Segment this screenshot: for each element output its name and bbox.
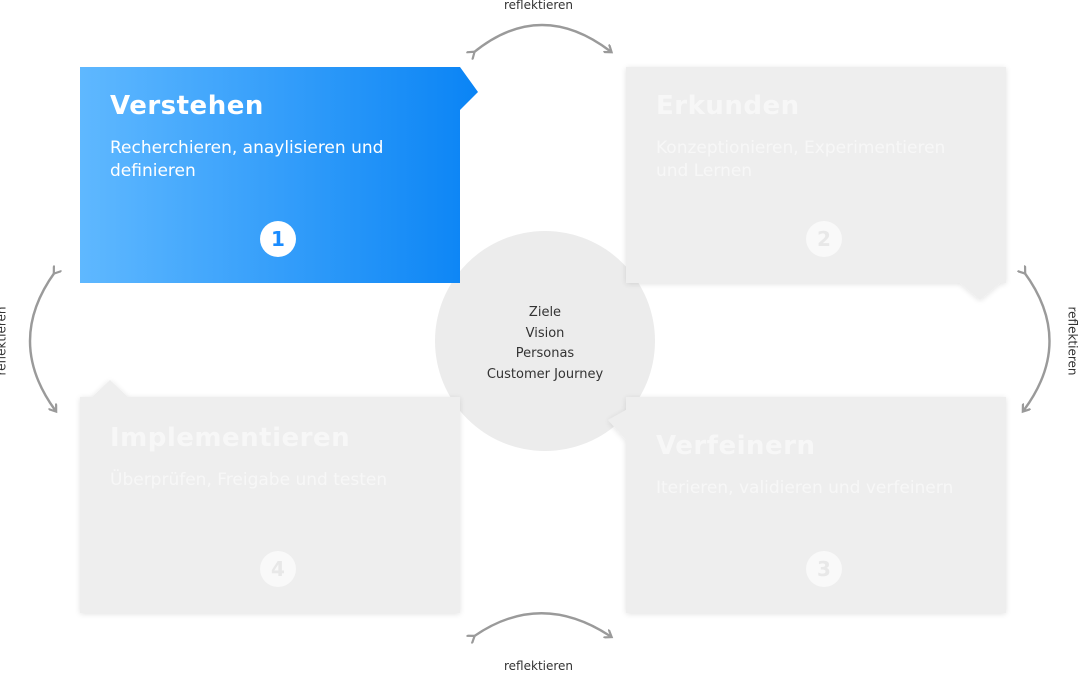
phase-title: Verfeinern <box>656 431 816 461</box>
center-circle <box>435 231 655 451</box>
reflect-label-top: reflektieren <box>504 0 574 12</box>
center-item-personas: Personas <box>515 346 575 361</box>
reflect-label-right: reflektieren <box>1065 306 1080 376</box>
center-focus-list: Ziele Vision Personas Customer Journey <box>440 303 650 385</box>
phase-title: Verstehen <box>110 91 264 121</box>
center-item-customer-journey: Customer Journey <box>486 366 604 382</box>
phase-card-verstehen: Verstehen Recherchieren, anaylisieren un… <box>80 67 462 283</box>
reflect-arrow-left <box>28 272 55 410</box>
phase-number-badge: 1 <box>260 221 296 257</box>
phase-card-implementieren: Implementieren Überprüfen, Freigabe und … <box>80 397 462 613</box>
phase-description: Überprüfen, Freigabe und testen <box>110 470 388 490</box>
phase-number-badge: 2 <box>806 221 842 257</box>
phase-description: Iterieren, validieren und verfeinern <box>656 478 954 498</box>
reflect-arrow-top <box>473 23 610 53</box>
phase-description: Konzeptionieren, Experimentieren und Ler… <box>656 138 946 181</box>
center-item-vision: Vision <box>525 325 565 341</box>
phase-number-badge: 4 <box>260 551 296 587</box>
phase-card-erkunden: Erkunden Konzeptionieren, Experimentiere… <box>626 67 1008 283</box>
reflect-arrow-right <box>1024 272 1051 410</box>
center-item-ziele: Ziele <box>528 305 562 320</box>
phase-number-badge: 3 <box>806 551 842 587</box>
reflect-arrow-bottom <box>473 612 610 637</box>
card-shape-verfeinern <box>608 397 1006 613</box>
phase-title: Erkunden <box>656 91 800 121</box>
card-shape-implementieren <box>80 380 460 613</box>
reflect-label-bottom: reflektieren <box>504 659 574 673</box>
phase-description: Recherchieren, anaylisieren und definier… <box>110 138 384 181</box>
phase-title: Implementieren <box>110 423 351 453</box>
card-shape-verstehen <box>80 67 478 283</box>
card-shape-erkunden <box>626 67 1006 300</box>
reflect-label-left: reflektieren <box>0 306 9 376</box>
phase-card-verfeinern: Verfeinern Iterieren, validieren und ver… <box>626 397 1008 613</box>
